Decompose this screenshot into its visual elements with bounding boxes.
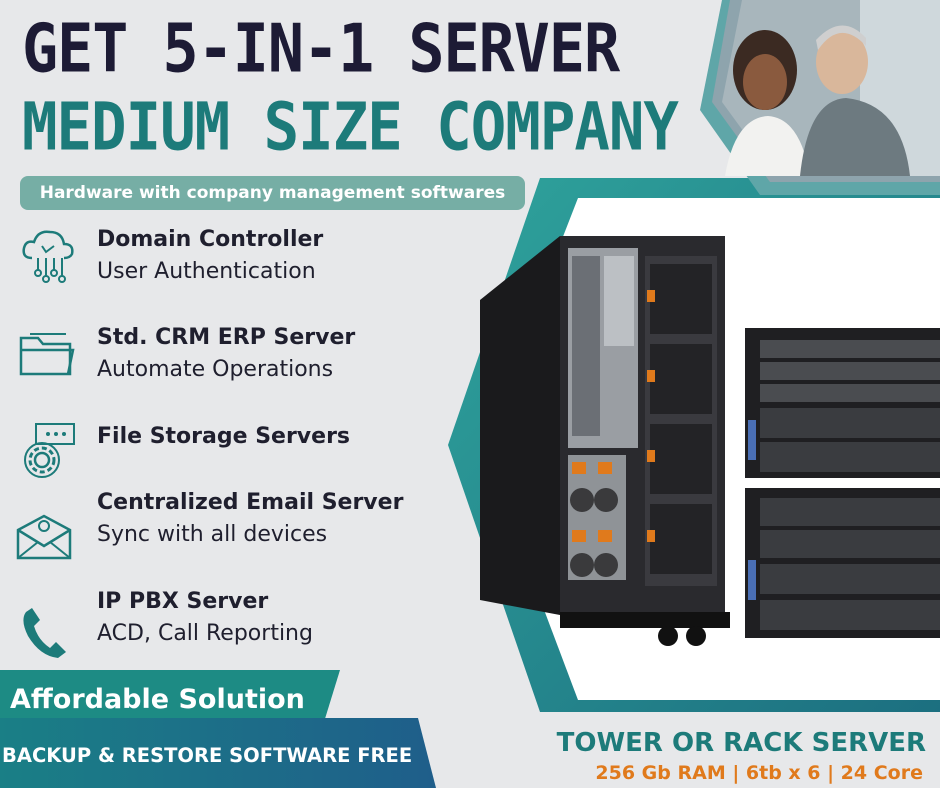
product-type-text: TOWER OR RACK SERVER (556, 728, 926, 758)
tagline-pill: Hardware with company management softwar… (20, 176, 525, 210)
feature-title: Centralized Email Server (97, 490, 404, 515)
rack-server-image (745, 328, 940, 638)
feature-subtitle: Automate Operations (97, 357, 334, 382)
backup-banner-bg (0, 718, 436, 788)
feature-subtitle: Sync with all devices (97, 522, 328, 547)
gear-settings-icon (24, 423, 75, 478)
feature-title: File Storage Servers (97, 424, 351, 449)
headline-line-2: MEDIUM SIZE COMPANY (22, 88, 679, 166)
feature-subtitle: User Authentication (97, 259, 316, 284)
cloud-network-icon (22, 230, 74, 283)
backup-restore-text: BACKUP & RESTORE SOFTWARE FREE (2, 744, 413, 767)
feature-crm-erp: Std. CRM ERP Server Automate Operations (97, 322, 355, 386)
email-envelope-icon (16, 514, 72, 560)
folder-icon (19, 333, 75, 376)
feature-file-storage: File Storage Servers (97, 421, 350, 453)
feature-domain-controller: Domain Controller User Authentication (97, 224, 323, 288)
feature-email-server: Centralized Email Server Sync with all d… (97, 487, 403, 551)
feature-subtitle: ACD, Call Reporting (97, 621, 313, 646)
feature-title: Domain Controller (97, 227, 324, 252)
feature-title: IP PBX Server (97, 589, 269, 614)
phone-icon (23, 608, 66, 658)
feature-title: Std. CRM ERP Server (97, 325, 356, 350)
person-2-image (816, 30, 868, 94)
tower-server-image (480, 236, 730, 646)
feature-ip-pbx: IP PBX Server ACD, Call Reporting (97, 586, 313, 650)
product-specs-text: 256 Gb RAM | 6tb x 6 | 24 Core (595, 762, 923, 784)
headline-line-1: GET 5-IN-1 SERVER (22, 10, 620, 89)
affordable-solution-text: Affordable Solution (10, 684, 305, 715)
